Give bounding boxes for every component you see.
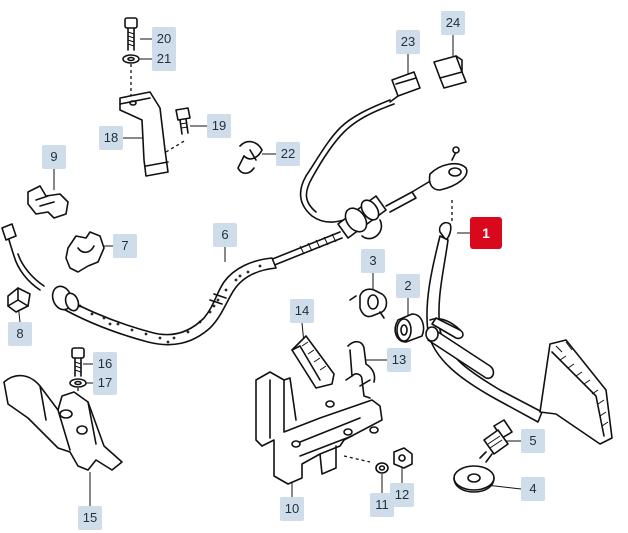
stop-4: [453, 465, 495, 493]
cable-6: [1, 223, 277, 346]
clip-9: [27, 185, 69, 219]
callout-13[interactable]: 13: [387, 348, 411, 372]
nut-12: [393, 447, 413, 469]
callout-21[interactable]: 21: [152, 47, 176, 71]
callout-5[interactable]: 5: [521, 429, 545, 453]
callout-12[interactable]: 12: [390, 483, 414, 507]
callout-22[interactable]: 22: [276, 142, 300, 166]
cable-upper: [299, 99, 395, 223]
washer-11: [375, 462, 389, 474]
bolt-20: [124, 17, 138, 51]
grommet-8: [7, 287, 31, 313]
callout-9[interactable]: 9: [42, 145, 66, 169]
threaded-rod: [269, 231, 343, 267]
clip-7: [65, 231, 105, 273]
callout-18[interactable]: 18: [99, 126, 123, 150]
connector-23: [389, 71, 421, 103]
bush-3: [349, 288, 388, 319]
callout-17[interactable]: 17: [93, 371, 117, 395]
callout-8[interactable]: 8: [8, 322, 32, 346]
bracket-18: [119, 91, 169, 177]
callout-15[interactable]: 15: [78, 506, 102, 530]
callout-23[interactable]: 23: [396, 30, 420, 54]
callout-3[interactable]: 3: [361, 249, 385, 273]
clip-22: [237, 140, 263, 175]
spring-clip-13: [345, 340, 376, 399]
callout-6[interactable]: 6: [213, 223, 237, 247]
pad-14: [291, 335, 335, 389]
washer-21: [122, 54, 140, 64]
callout-4[interactable]: 4: [521, 477, 545, 501]
callout-1-highlighted[interactable]: 1: [470, 217, 502, 249]
switch-5: [479, 419, 513, 463]
callout-14[interactable]: 14: [290, 299, 314, 323]
connector-24: [433, 55, 467, 89]
callout-7[interactable]: 7: [113, 234, 137, 258]
callout-24[interactable]: 24: [441, 11, 465, 35]
bush-2: [394, 313, 425, 343]
bracket-10: [255, 371, 383, 485]
washer-17: [69, 378, 87, 388]
pedal-lever-1: [425, 200, 613, 445]
callout-19[interactable]: 19: [207, 114, 231, 138]
mount-15: [3, 374, 123, 471]
screw-19: [175, 107, 191, 135]
callout-2[interactable]: 2: [396, 274, 420, 298]
bolt-16: [71, 347, 85, 377]
cable-sleeve-center: [337, 146, 468, 240]
callout-10[interactable]: 10: [280, 497, 304, 521]
